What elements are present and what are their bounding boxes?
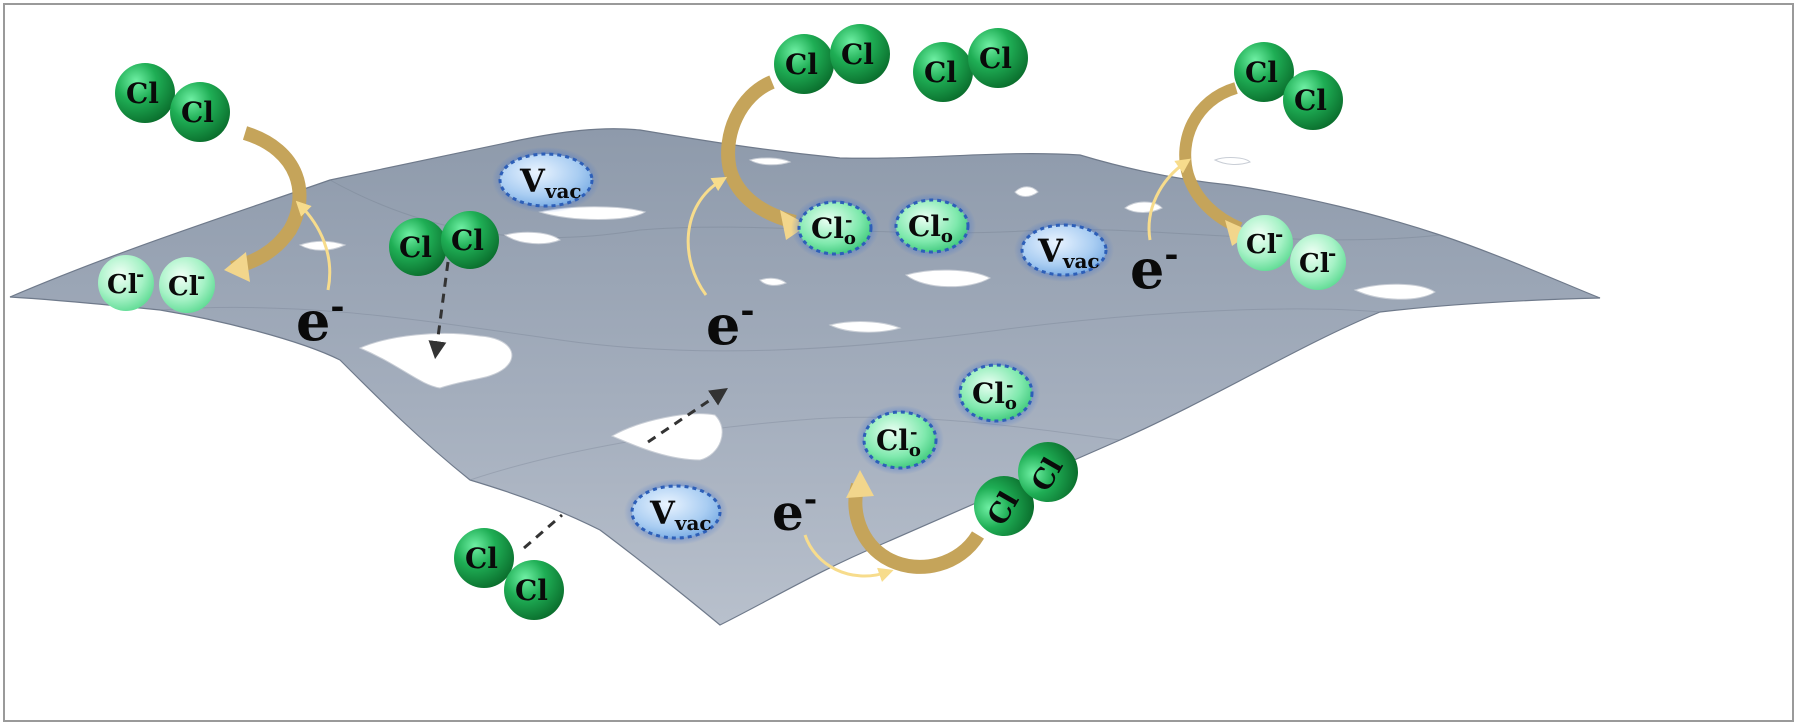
svg-text:-: -	[910, 422, 917, 443]
cl-atom: Cl	[974, 476, 1034, 536]
svg-text:Cl: Cl	[465, 542, 498, 575]
vacancies: Vvac Vvac Vvac	[492, 147, 1114, 545]
electrons: e- e- e- e-	[296, 235, 1178, 542]
curved-arrow	[848, 482, 984, 574]
reaction-arrows	[224, 75, 1252, 583]
svg-text:Cl: Cl	[1246, 230, 1277, 260]
cl-atom: Cl	[913, 42, 973, 102]
chlorine-molecules: Cl Cl Cl Cl Cl Cl Cl Cl Cl Cl	[115, 24, 1343, 620]
svg-text:Cl: Cl	[168, 272, 199, 302]
svg-text:-: -	[1275, 222, 1283, 246]
cl-atom: Cl	[504, 560, 564, 620]
arrow-head	[1225, 220, 1252, 246]
cl-atom: Cl	[830, 24, 890, 84]
hole	[1353, 283, 1436, 300]
svg-text:-: -	[1328, 241, 1336, 265]
svg-text:Clo: Clo	[811, 212, 856, 249]
adsorbed-chlorine: Clo - Clo - Clo - Clo -	[791, 193, 1040, 475]
electron-label: e-	[296, 287, 344, 353]
yellow-arrow	[686, 176, 728, 296]
svg-text:Cl: Cl	[126, 77, 159, 110]
svg-text:-: -	[942, 208, 949, 229]
vacancy: Vvac	[1014, 218, 1114, 282]
cl-ion: Cl -	[98, 255, 154, 311]
curved-arrow	[230, 126, 307, 275]
svg-text:Cl: Cl	[515, 574, 548, 607]
adsorbed-cl-o: Clo -	[791, 195, 879, 261]
svg-text:Cl: Cl	[841, 38, 874, 71]
cl2-molecule: Cl Cl	[1234, 42, 1343, 130]
svg-text:Clo: Clo	[972, 377, 1017, 414]
svg-text:Vvac: Vvac	[519, 162, 582, 203]
hole	[503, 231, 561, 245]
svg-text:-: -	[845, 210, 852, 231]
electron-label: e-	[1130, 235, 1178, 301]
cl-atom: Cl	[389, 218, 447, 276]
svg-text:Vvac: Vvac	[649, 494, 712, 535]
svg-text:-: -	[197, 264, 205, 288]
svg-text:Cl: Cl	[924, 56, 957, 89]
cl-ion: Cl -	[1290, 234, 1346, 290]
svg-text:Cl: Cl	[181, 96, 214, 129]
svg-text:Cl: Cl	[1245, 56, 1278, 89]
curved-arrow	[721, 75, 797, 229]
hole	[759, 277, 787, 286]
cl2-molecule: Cl Cl	[115, 63, 230, 142]
svg-text:-: -	[1006, 375, 1013, 396]
cl-atom: Cl	[170, 82, 230, 142]
cl-atom: Cl	[968, 28, 1028, 88]
svg-text:Cl: Cl	[107, 270, 138, 300]
dashed-arrow	[523, 513, 563, 550]
vacancy: Vvac	[492, 147, 600, 213]
hole	[904, 269, 992, 288]
cl2-molecule: Cl Cl	[454, 528, 564, 620]
cl-atom: Cl	[1018, 442, 1078, 502]
chloride-ions: Cl - Cl - Cl - Cl -	[98, 215, 1346, 313]
yellow-arrow	[803, 534, 894, 583]
yellow-arrow	[1147, 158, 1191, 241]
diffusion-arrows	[428, 261, 728, 550]
adsorbed-cl-o: Clo -	[952, 358, 1040, 428]
electron-label: e-	[772, 480, 817, 542]
svg-text:Vvac: Vvac	[1037, 232, 1100, 273]
svg-text:Cl: Cl	[1299, 249, 1330, 279]
hole	[1014, 186, 1039, 197]
cl-ion: Cl -	[1237, 215, 1293, 271]
hole	[358, 333, 513, 389]
svg-text:Cl: Cl	[399, 231, 432, 264]
hole	[298, 240, 347, 251]
catalyst-surface	[9, 128, 1601, 626]
svg-text:Clo: Clo	[908, 210, 953, 247]
cl-ion: Cl -	[159, 257, 215, 313]
svg-text:Cl: Cl	[979, 42, 1012, 75]
adsorbed-cl-o: Clo -	[856, 405, 944, 475]
adsorbed-cl-o: Clo -	[888, 193, 976, 259]
cl-atom: Cl	[454, 528, 514, 588]
cl-atom: Cl	[441, 211, 499, 269]
cl-atom: Cl	[1283, 70, 1343, 130]
arrow-head	[224, 252, 250, 282]
hole	[1213, 157, 1251, 165]
vacancy: Vvac	[624, 479, 728, 545]
cl2-molecule: Cl Cl	[774, 24, 890, 94]
cl2-molecule: Cl Cl	[389, 211, 499, 276]
cl2-molecule: Cl Cl	[974, 442, 1078, 536]
svg-text:Cl: Cl	[785, 48, 818, 81]
electron-label: e-	[706, 291, 754, 357]
hole	[748, 157, 792, 166]
hole	[828, 321, 902, 333]
cl2-molecule: Cl Cl	[913, 28, 1028, 102]
cl-atom: Cl	[1234, 42, 1294, 102]
yellow-arrow	[295, 200, 332, 291]
svg-text:Cl: Cl	[1294, 84, 1327, 117]
svg-text:Clo: Clo	[876, 424, 921, 461]
svg-text:Cl: Cl	[451, 224, 484, 257]
cl-atom: Cl	[115, 63, 175, 123]
hole	[610, 413, 723, 461]
svg-text:-: -	[136, 262, 144, 286]
arrow-head	[846, 470, 874, 498]
cl-atom: Cl	[774, 34, 834, 94]
